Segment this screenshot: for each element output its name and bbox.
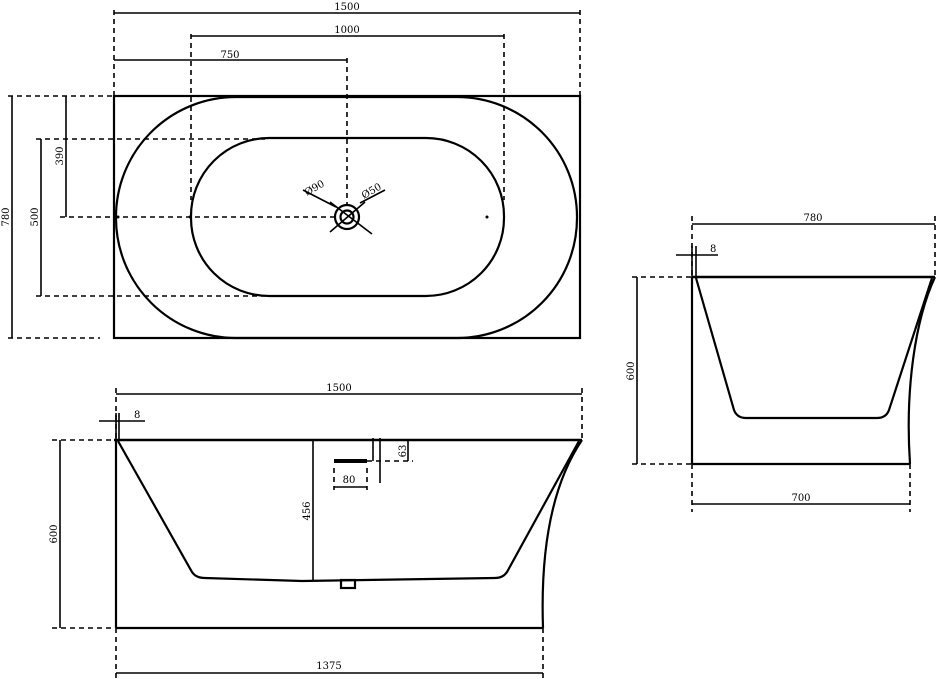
- side-dim-780: 780: [803, 213, 822, 224]
- top-view: Ø90 Ø50 1500 1000 750 780 500 390: [1, 2, 582, 340]
- side-dim-700: 700: [791, 493, 810, 504]
- top-dim-500: 500: [30, 207, 41, 226]
- top-dim-750: 750: [220, 50, 239, 61]
- front-view: 80 63 1500 8 600 456 1375: [49, 383, 583, 679]
- dia-small-label: Ø50: [360, 182, 384, 202]
- front-dim-63: 63: [398, 445, 409, 458]
- front-dim-1500: 1500: [326, 383, 351, 394]
- top-dim-1000: 1000: [334, 25, 359, 36]
- side-dim-8: 8: [710, 244, 716, 255]
- front-dim-456: 456: [302, 501, 313, 520]
- side-view: 780 8 600 700: [626, 213, 936, 512]
- front-right-skirt: [541, 439, 583, 629]
- top-dim-390: 390: [55, 146, 66, 165]
- top-dim-780: 780: [1, 207, 12, 226]
- front-dim-1375: 1375: [316, 661, 341, 672]
- front-drain-outlet: [339, 578, 357, 590]
- front-dim-600: 600: [49, 524, 60, 543]
- front-dim-8: 8: [134, 410, 140, 421]
- top-dim-1500: 1500: [334, 2, 359, 13]
- side-inner-basin: [694, 277, 934, 420]
- front-dim-80: 80: [343, 475, 356, 486]
- side-right-skirt: [907, 276, 936, 465]
- front-inner-basin: [117, 440, 580, 583]
- side-dim-600: 600: [626, 361, 637, 380]
